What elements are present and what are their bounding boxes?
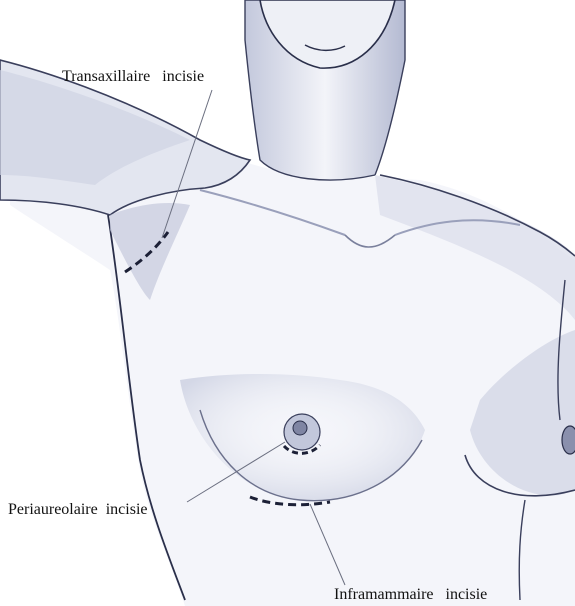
periareolar-label: Periaureolaire incisie xyxy=(8,502,148,518)
left-nipple xyxy=(293,421,307,435)
right-nipple xyxy=(562,426,575,454)
inframammary-label: Inframammaire incisie xyxy=(334,587,487,603)
transaxillary-label: Transaxillaire incisie xyxy=(62,69,204,85)
